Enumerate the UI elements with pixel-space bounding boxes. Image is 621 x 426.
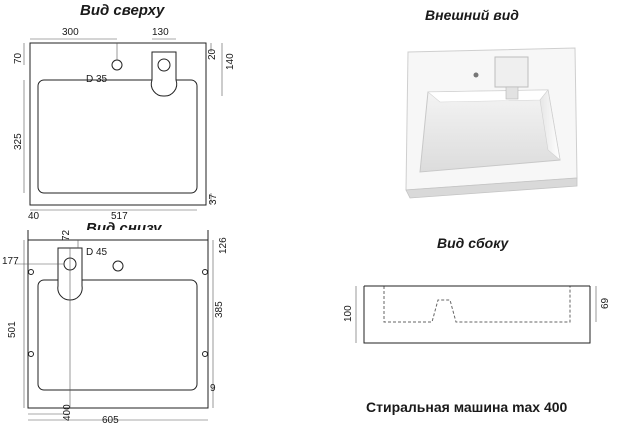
top-view-title: Вид сверху — [80, 2, 165, 19]
exterior-view-title: Внешний вид — [425, 7, 519, 23]
dim-69: 69 — [600, 297, 611, 309]
dim-20: 20 — [207, 48, 218, 60]
bottom-view-dimension-labels: 72 D 45 126 177 385 501 9 400 605 — [2, 229, 229, 426]
dim-177: 177 — [2, 256, 19, 267]
mount-point — [202, 351, 208, 357]
dim-9: 9 — [210, 383, 216, 394]
exterior-sink-render — [405, 47, 578, 199]
washing-machine-caption: Стиральная машина max 400 — [366, 399, 568, 415]
dim-130: 130 — [152, 27, 169, 38]
dim-501: 501 — [7, 321, 18, 338]
dim-40: 40 — [28, 211, 40, 222]
top-view-overflow-slot — [150, 51, 178, 97]
mount-point — [28, 351, 34, 357]
dim-517: 517 — [111, 211, 128, 222]
top-view-drawing — [29, 42, 207, 206]
bottom-view-tap-hole — [112, 260, 124, 272]
bottom-view-basin — [37, 279, 198, 391]
hole-d45: D 45 — [86, 247, 108, 258]
top-view-drain-hole — [157, 58, 171, 72]
dim-300: 300 — [62, 27, 79, 38]
mount-point — [202, 269, 208, 275]
dim-325: 325 — [13, 133, 24, 150]
mount-point — [28, 269, 34, 275]
side-view-drawing — [363, 285, 591, 344]
top-view-basin — [37, 79, 198, 194]
dim-72: 72 — [61, 229, 72, 241]
top-view-dimension-labels: 300 130 70 20 140 D 35 325 37 40 517 — [13, 27, 236, 222]
dim-385: 385 — [214, 301, 225, 318]
side-view-dimension-lines — [355, 286, 597, 343]
hole-d35: D 35 — [86, 74, 108, 85]
dim-605: 605 — [102, 415, 119, 426]
bottom-view-dimension-lines — [14, 240, 214, 421]
dim-100: 100 — [343, 305, 354, 322]
dim-400: 400 — [62, 404, 73, 421]
dim-37: 37 — [208, 193, 219, 205]
dim-70: 70 — [13, 52, 24, 64]
dim-126: 126 — [218, 237, 229, 254]
dim-140: 140 — [225, 53, 236, 70]
top-view-dimension-lines — [23, 38, 223, 211]
side-view-dimension-labels: 100 69 — [343, 297, 611, 322]
side-view-title: Вид сбоку — [437, 235, 509, 251]
bottom-view-drawing — [27, 230, 209, 409]
